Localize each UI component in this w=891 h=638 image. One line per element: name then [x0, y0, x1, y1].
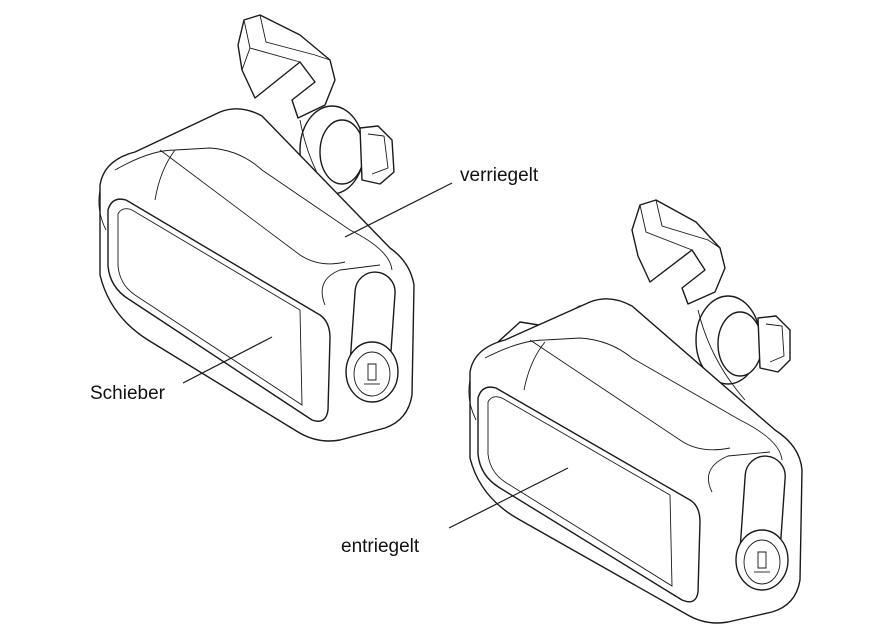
leader-locked	[344, 182, 453, 238]
latch-body-right	[468, 298, 803, 624]
wing-handle-left	[237, 14, 336, 119]
wing-handle-right	[631, 199, 726, 305]
label-locked: verriegelt	[460, 165, 539, 186]
label-unlocked: entriegelt	[341, 536, 420, 557]
latch-locked	[98, 14, 415, 442]
leader-slider	[182, 336, 273, 384]
lock-cylinder-left	[345, 271, 399, 403]
lock-cylinder-right	[735, 455, 789, 591]
cam-shaft-right	[695, 295, 791, 401]
latch-unlocked	[468, 199, 803, 624]
label-slider: Schieber	[90, 383, 166, 404]
leader-unlocked	[448, 467, 569, 529]
latch-body-left	[98, 108, 415, 442]
